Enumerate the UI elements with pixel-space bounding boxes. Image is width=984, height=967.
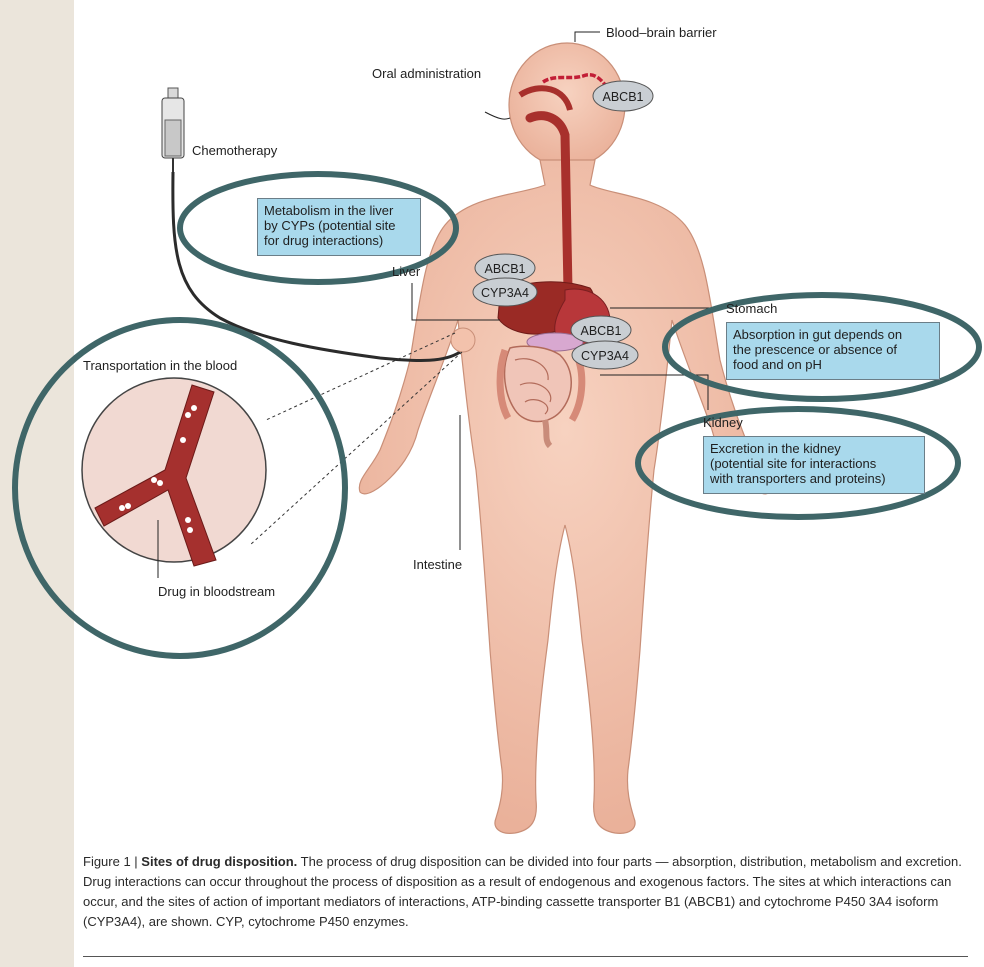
label-kidney: Kidney bbox=[703, 415, 743, 430]
label-liver: Liver bbox=[392, 264, 421, 279]
pill-brain-abcb1: ABCB1 bbox=[593, 81, 653, 111]
figure-caption: Figure 1 | Sites of drug disposition. Th… bbox=[83, 852, 983, 932]
svg-text:ABCB1: ABCB1 bbox=[581, 324, 622, 338]
label-chemotherapy: Chemotherapy bbox=[192, 143, 278, 158]
label-stomach: Stomach bbox=[726, 301, 777, 316]
box-line: for drug interactions) bbox=[264, 233, 414, 248]
box-kidney-excretion: Excretion in the kidney (potential site … bbox=[703, 436, 925, 494]
svg-text:CYP3A4: CYP3A4 bbox=[481, 286, 529, 300]
box-line: food and on pH bbox=[733, 357, 933, 372]
box-line: (potential site for interactions bbox=[710, 456, 918, 471]
box-liver-metabolism: Metabolism in the liver by CYPs (potenti… bbox=[257, 198, 421, 256]
label-oral-administration: Oral administration bbox=[372, 66, 481, 81]
svg-text:CYP3A4: CYP3A4 bbox=[581, 349, 629, 363]
box-line: Excretion in the kidney bbox=[710, 441, 918, 456]
svg-text:ABCB1: ABCB1 bbox=[603, 90, 644, 104]
magnifier-line-bottom bbox=[250, 352, 462, 545]
box-line: Metabolism in the liver bbox=[264, 203, 414, 218]
caption-title: Sites of drug disposition. bbox=[141, 854, 297, 869]
pill-gut-abcb1: ABCB1 bbox=[571, 316, 631, 344]
label-transportation-in-blood: Transportation in the blood bbox=[83, 358, 237, 373]
box-line: with transporters and proteins) bbox=[710, 471, 918, 486]
box-line: by CYPs (potential site bbox=[264, 218, 414, 233]
box-gut-absorption: Absorption in gut depends on the prescen… bbox=[726, 322, 940, 380]
label-intestine: Intestine bbox=[413, 557, 462, 572]
caption-figure-label: Figure 1 | bbox=[83, 854, 141, 869]
pill-liver-cyp3a4: CYP3A4 bbox=[473, 278, 537, 306]
pill-gut-cyp3a4: CYP3A4 bbox=[572, 341, 638, 369]
box-line: the prescence or absence of bbox=[733, 342, 933, 357]
svg-text:ABCB1: ABCB1 bbox=[485, 262, 526, 276]
blood-vessel-inset bbox=[82, 378, 266, 566]
caption-rule bbox=[83, 956, 968, 957]
label-drug-in-bloodstream: Drug in bloodstream bbox=[158, 584, 275, 599]
label-blood-brain-barrier: Blood–brain barrier bbox=[606, 25, 717, 40]
box-line: Absorption in gut depends on bbox=[733, 327, 933, 342]
